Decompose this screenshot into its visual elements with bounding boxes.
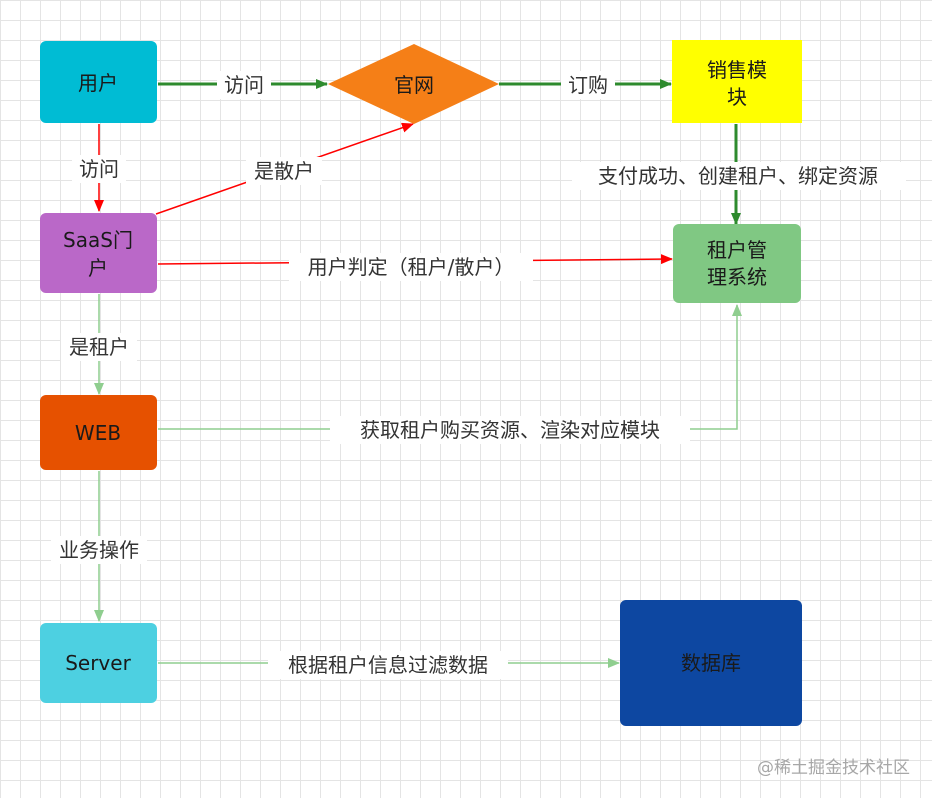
label-user-to-website: 访问 (217, 71, 271, 99)
svg-text:销售模: 销售模 (707, 58, 767, 82)
svg-text:SaaS门: SaaS门 (63, 228, 133, 252)
node-website: 官网 (328, 44, 499, 124)
label-saas-to-website: 是散户 (246, 157, 322, 185)
svg-text:租户管: 租户管 (707, 238, 767, 262)
node-user: 用户 (40, 41, 157, 123)
svg-text:官网: 官网 (394, 73, 434, 97)
edge-web-to-tenant (158, 304, 742, 430)
svg-text:根据租户信息过滤数据: 根据租户信息过滤数据 (288, 653, 488, 677)
svg-text:是散户: 是散户 (254, 159, 314, 183)
svg-text:WEB: WEB (75, 421, 121, 445)
svg-text:访问: 访问 (224, 73, 264, 97)
label-web-to-tenant: 获取租户购买资源、渲染对应模块 (330, 416, 690, 444)
node-server: Server (40, 623, 157, 703)
svg-text:用户: 用户 (78, 71, 118, 95)
svg-text:业务操作: 业务操作 (59, 538, 139, 562)
svg-text:获取租户购买资源、渲染对应模块: 获取租户购买资源、渲染对应模块 (360, 418, 660, 442)
label-website-to-sales: 订购 (561, 71, 615, 99)
svg-text:理系统: 理系统 (707, 265, 767, 289)
svg-text:数据库: 数据库 (681, 651, 741, 675)
label-user-to-saas: 访问 (72, 155, 126, 183)
svg-text:是租户: 是租户 (69, 335, 129, 359)
label-saas-to-web: 是租户 (61, 333, 137, 361)
svg-text:块: 块 (727, 85, 747, 109)
label-saas-to-tenant: 用户判定（租户/散户） (289, 253, 533, 281)
node-database: 数据库 (620, 600, 802, 726)
node-saas-portal: SaaS门 户 (40, 213, 157, 293)
svg-text:用户判定（租户/散户）: 用户判定（租户/散户） (308, 255, 515, 279)
label-sales-to-tenant: 支付成功、创建租户、绑定资源 (572, 162, 906, 190)
node-sales-module: 销售模 块 (672, 40, 802, 123)
svg-text:支付成功、创建租户、绑定资源: 支付成功、创建租户、绑定资源 (598, 164, 878, 188)
node-tenant-management: 租户管 理系统 (673, 224, 801, 303)
label-server-to-db: 根据租户信息过滤数据 (268, 651, 508, 679)
label-web-to-server: 业务操作 (51, 536, 147, 564)
svg-text:订购: 订购 (568, 73, 608, 97)
svg-text:Server: Server (65, 651, 131, 675)
svg-text:户: 户 (88, 256, 108, 280)
node-web: WEB (40, 395, 157, 470)
svg-text:访问: 访问 (79, 157, 119, 181)
watermark: @稀土掘金技术社区 (757, 758, 910, 778)
